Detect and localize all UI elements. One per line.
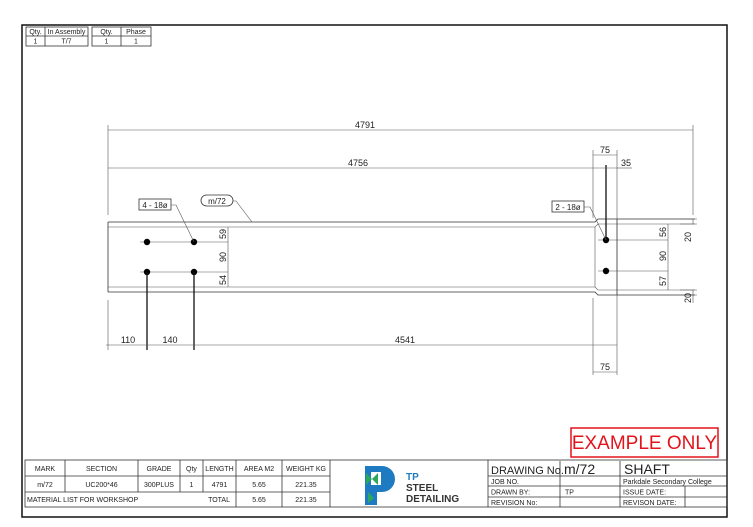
in-assembly-value: T/7 [61,39,71,46]
phase-value: 1 [134,39,138,46]
job-name: Parkdale Secondary College [623,479,712,486]
tp-steel-detailing-logo: TP STEEL DETAILING [365,466,459,505]
cell-mark: m/72 [37,482,53,489]
title-block: DRAWING No. m/72 SHAFT JOB NO. Parkdale … [488,461,727,507]
dim-110: 110 [121,335,135,345]
dim-overall-length: 4791 [355,120,375,130]
dim-90-right: 90 [658,251,668,261]
logo-line3: DETAILING [406,494,459,505]
dim-56: 56 [658,227,668,237]
cell-grade: 300PLUS [144,482,174,489]
cell-section: UC200*46 [85,482,117,489]
dim-4541: 4541 [395,335,415,345]
cell-length: 4791 [212,482,228,489]
dim-75-bottom: 75 [600,362,610,372]
cell-qty: 1 [190,482,194,489]
extension-lines [107,125,694,375]
mark-label: m/72 [208,197,226,206]
col-grade: GRADE [147,466,172,473]
example-stamp [570,427,719,458]
cell-weight: 221.35 [295,482,317,489]
col-length: LENGTH [205,466,233,473]
dimension-lines [106,129,697,373]
assembly-table: Qty. In Assembly 1 T/7 [25,26,89,47]
right-holes-label: 2 - 18ø [555,203,580,212]
revision-date-label: REVISON DATE: [623,500,677,507]
dim-20-bottom: 20 [683,293,693,303]
dim-57: 57 [658,276,668,286]
assembly-qty-header: Qty. [29,29,41,36]
issue-date-label: ISSUE DATE: [623,490,666,497]
col-section: SECTION [86,466,117,473]
revision-no-label: REVISION No: [491,500,537,507]
total-weight: 221.35 [295,497,317,504]
total-label: TOTAL [208,497,230,504]
dim-90-left: 90 [218,252,228,262]
material-list-table: MARK SECTION GRADE Qty LENGTH AREA M2 WE… [24,459,728,508]
dim-length-2: 4756 [348,158,368,168]
dim-140: 140 [162,335,177,345]
phase-qty-value: 1 [105,39,109,46]
in-assembly-header: In Assembly [48,29,86,36]
material-list-footer: MATERIAL LIST FOR WORKSHOP [27,497,138,504]
phase-table: Qty. Phase 1 1 [91,26,152,47]
logo-line2: STEEL [406,483,438,494]
dim-54: 54 [218,275,228,285]
drawing-no: m/72 [564,461,595,477]
hole [602,267,610,275]
logo-line1: TP [406,472,419,483]
left-holes-label: 4 - 18ø [142,201,167,210]
dim-20-top: 20 [683,232,693,242]
phase-header: Phase [126,29,146,36]
col-qty: Qty [186,466,197,473]
drawing-title: SHAFT [624,461,670,477]
hole [143,238,151,246]
total-area: 5.65 [252,497,266,504]
example-stamp-text: EXAMPLE ONLY [572,433,718,454]
drawn-by: TP [565,490,574,497]
phase-qty-header: Qty. [100,29,112,36]
drawing-no-label: DRAWING No. [491,465,564,477]
beam-elevation [107,218,695,296]
col-mark: MARK [35,466,56,473]
cell-area: 5.65 [252,482,266,489]
drawing-frame [21,24,728,518]
dim-35: 35 [621,158,631,168]
col-area: AREA M2 [244,466,274,473]
col-weight: WEIGHT KG [286,466,326,473]
dim-75-top: 75 [600,145,610,155]
job-no-label: JOB NO. [491,479,519,486]
drawn-by-label: DRAWN BY: [491,490,530,497]
assembly-qty-value: 1 [34,39,38,46]
dim-59: 59 [218,229,228,239]
